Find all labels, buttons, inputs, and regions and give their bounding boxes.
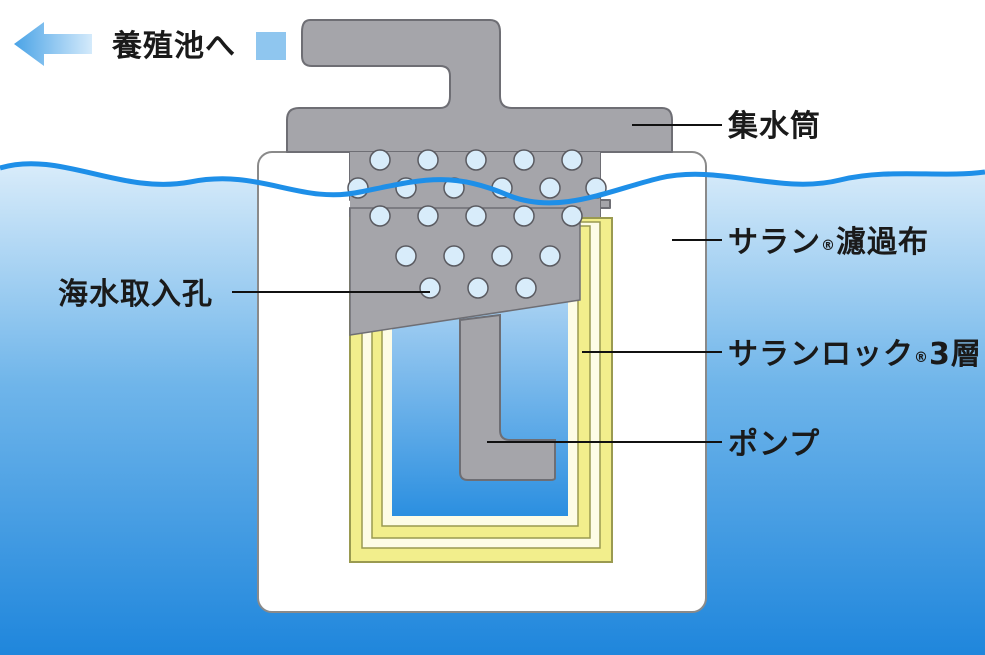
intake-hole [539, 245, 561, 267]
label-saran-rock: サランロック®3層 [728, 337, 982, 372]
intake-hole [561, 205, 583, 227]
intake-hole [515, 277, 537, 299]
intake-hole [369, 149, 391, 171]
label-intake-holes: 海水取入孔 [58, 277, 213, 312]
label-saran-filter-mark: ® [821, 238, 836, 254]
leader-lines [232, 124, 722, 443]
water-surface-line [0, 161, 985, 206]
intake-hole [417, 205, 439, 227]
label-saran-filter-rest: 濾過布 [836, 225, 929, 260]
intake-hole [465, 205, 487, 227]
direction-label: 養殖池へ [111, 29, 236, 64]
label-saran-filter-main: サラン [728, 225, 821, 260]
direction-square [256, 32, 286, 60]
label-saran-rock-main: サランロック [728, 337, 914, 372]
intake-hole [395, 245, 417, 267]
intake-hole [513, 205, 535, 227]
intake-hole [443, 245, 465, 267]
intake-hole [561, 149, 583, 171]
intake-hole [417, 149, 439, 171]
label-saran-rock-rest: 3層 [929, 337, 982, 372]
left-arrow-icon [14, 22, 92, 66]
label-pump: ポンプ [728, 427, 820, 462]
intake-hole [465, 149, 487, 171]
intake-hole [539, 177, 561, 199]
intake-hole [369, 205, 391, 227]
label-saran-filter: サラン®濾過布 [728, 225, 929, 260]
pump [459, 313, 556, 481]
label-collector-tube: 集水筒 [727, 109, 821, 144]
intake-hole [467, 277, 489, 299]
label-saran-rock-mark: ® [914, 350, 929, 366]
intake-hole [491, 245, 513, 267]
intake-hole [419, 277, 441, 299]
intake-hole [513, 149, 535, 171]
